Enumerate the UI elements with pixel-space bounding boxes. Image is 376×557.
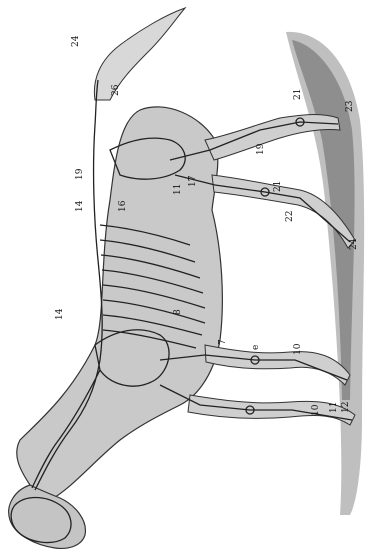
label-7: 7 xyxy=(218,339,228,345)
label-21-a: 21 xyxy=(273,181,283,192)
label-8: 8 xyxy=(173,309,183,315)
label-14-neck: 14 xyxy=(55,308,65,320)
label-14-back: 14 xyxy=(75,200,85,212)
label-26: 26 xyxy=(111,84,121,96)
label-12: 12 xyxy=(341,402,351,413)
label-10-a: 10 xyxy=(293,343,303,355)
label-10-b: 10 xyxy=(311,404,321,416)
label-e: e xyxy=(251,345,261,350)
label-19-leg: 19 xyxy=(256,143,266,155)
label-24-tail: 24 xyxy=(71,35,81,47)
label-17-rump: 17 xyxy=(188,175,198,187)
label-21-top: 21 xyxy=(293,89,303,100)
label-19: 19 xyxy=(75,168,85,180)
label-11: 11 xyxy=(329,402,339,413)
label-24-hoof: 24 xyxy=(349,238,359,250)
label-11-b: 11 xyxy=(173,184,183,195)
label-23: 23 xyxy=(345,100,355,112)
label-22: 22 xyxy=(285,211,295,222)
label-16: 16 xyxy=(118,200,128,212)
